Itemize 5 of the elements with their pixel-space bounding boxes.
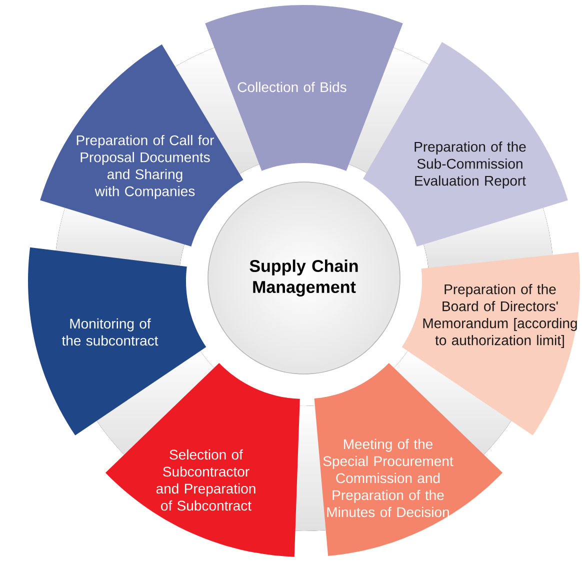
ring-segment: Preparation of the Board of Directors' Memorandum [according to authorization limit] [402, 252, 580, 436]
ring-segment: Preparation of the Sub-Commission Evaluation Report [363, 42, 568, 246]
ring-segment: Meeting of the Special Procurement Commission and Preparation of the Minutes of Decision [314, 362, 503, 556]
ring-segment: Selection of Subcontractor and Preparation of Subcontract [105, 362, 300, 557]
ring-segment: Monitoring of the subcontract [28, 247, 206, 436]
